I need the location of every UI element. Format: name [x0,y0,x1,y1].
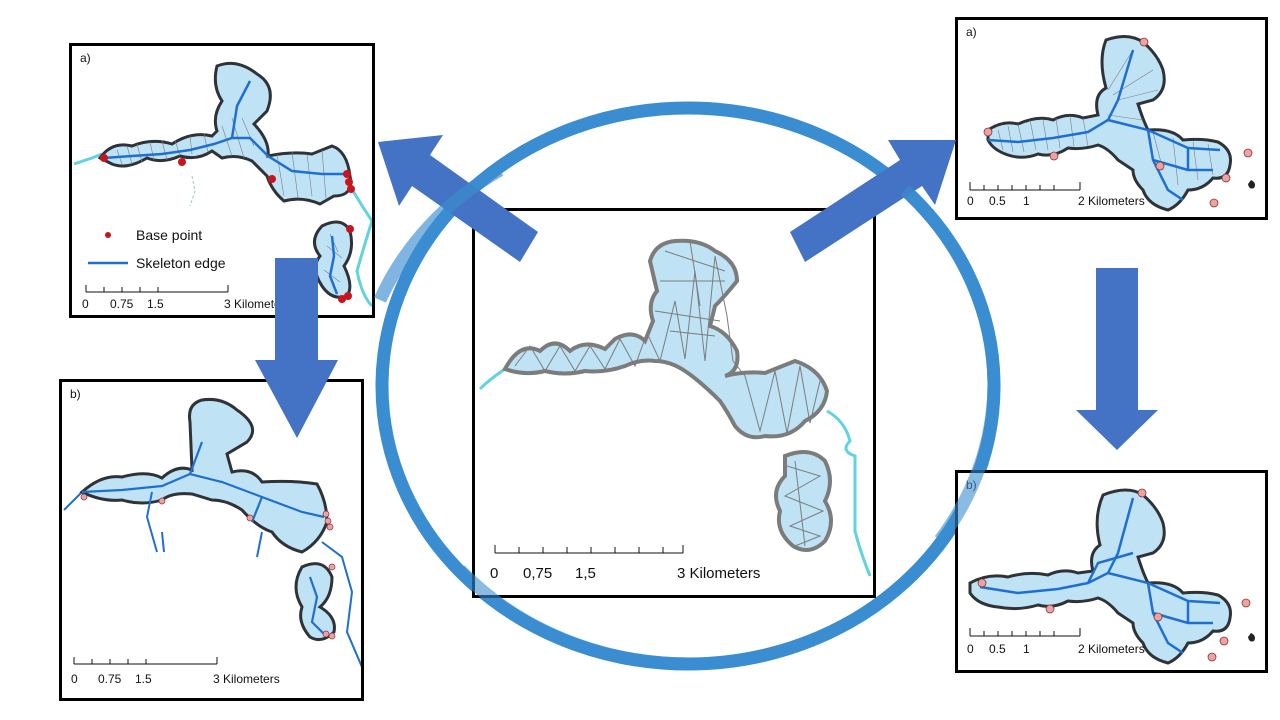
panel-right-a: 0 0.5 1 2 Kilometers a) [955,17,1268,220]
panel-left-a: Base point Skeleton edge 0 0.75 1.5 3 Ki… [69,43,375,318]
panel-label: b) [70,387,81,401]
legend-base-point-marker [105,232,111,238]
scale-tick-2: 1.5 [147,297,164,311]
scale-end-label: 2 Kilometers [1078,194,1145,208]
panel-left-b: 0 0.75 1.5 3 Kilometers b) [59,379,364,701]
lake-map-skeleton-base-points: Base point Skeleton edge 0 0.75 1.5 3 Ki… [73,61,372,311]
panel-label: b) [966,478,977,492]
panel-label: a) [80,51,91,65]
scale-tick-2: 1.5 [135,672,152,686]
scale-tick-2: 1 [1023,642,1030,656]
scale-end-label: 3 Kilometers [677,565,760,582]
lake-map-skeleton-right-b: 0 0.5 1 2 Kilometers [967,488,1255,665]
scale-tick-0: 0 [967,642,974,656]
scale-end-label: 2 Kilometers [1078,642,1145,656]
scale-tick-1: 0.5 [989,642,1006,656]
scale-bar-right-b: 0 0.5 1 2 Kilometers [967,628,1145,656]
scale-tick-0: 0 [967,194,974,208]
scale-bar-left-b: 0 0.75 1.5 3 Kilometers [71,657,280,686]
scale-tick-1: 0.75 [98,672,122,686]
scale-bar-right-a: 0 0.5 1 2 Kilometers [967,182,1145,208]
scale-tick-2: 1 [1023,194,1030,208]
lake-map-skeleton-pruned: 0 0.75 1.5 3 Kilometers [63,398,361,686]
lake-map-skeleton-right-a: 0 0.5 1 2 Kilometers [967,35,1255,212]
scale-end-label: 3 Kilometers [224,297,291,311]
panel-right-b: 0 0.5 1 2 Kilometers b) [955,470,1268,673]
scale-tick-0: 0 [71,672,78,686]
legend-skeleton-edge-label: Skeleton edge [136,255,226,271]
lake-tin-triangulation-map: 0 0,75 1,5 3 Kilometers [478,238,872,582]
scale-tick-2: 1,5 [575,565,596,582]
panel-center: 0 0,75 1,5 3 Kilometers [472,208,876,598]
scale-tick-1: 0.5 [989,194,1006,208]
scale-tick-0: 0 [82,297,89,311]
legend-base-point-label: Base point [136,227,202,243]
scale-tick-1: 0.75 [110,297,134,311]
scale-end-label: 3 Kilometers [213,672,280,686]
scale-tick-1: 0,75 [523,565,552,582]
scale-bar-left-a: 0 0.75 1.5 3 Kilometers [82,285,291,311]
scale-tick-0: 0 [490,565,498,582]
panel-label: a) [966,25,977,39]
scale-bar-center: 0 0,75 1,5 3 Kilometers [490,545,760,582]
